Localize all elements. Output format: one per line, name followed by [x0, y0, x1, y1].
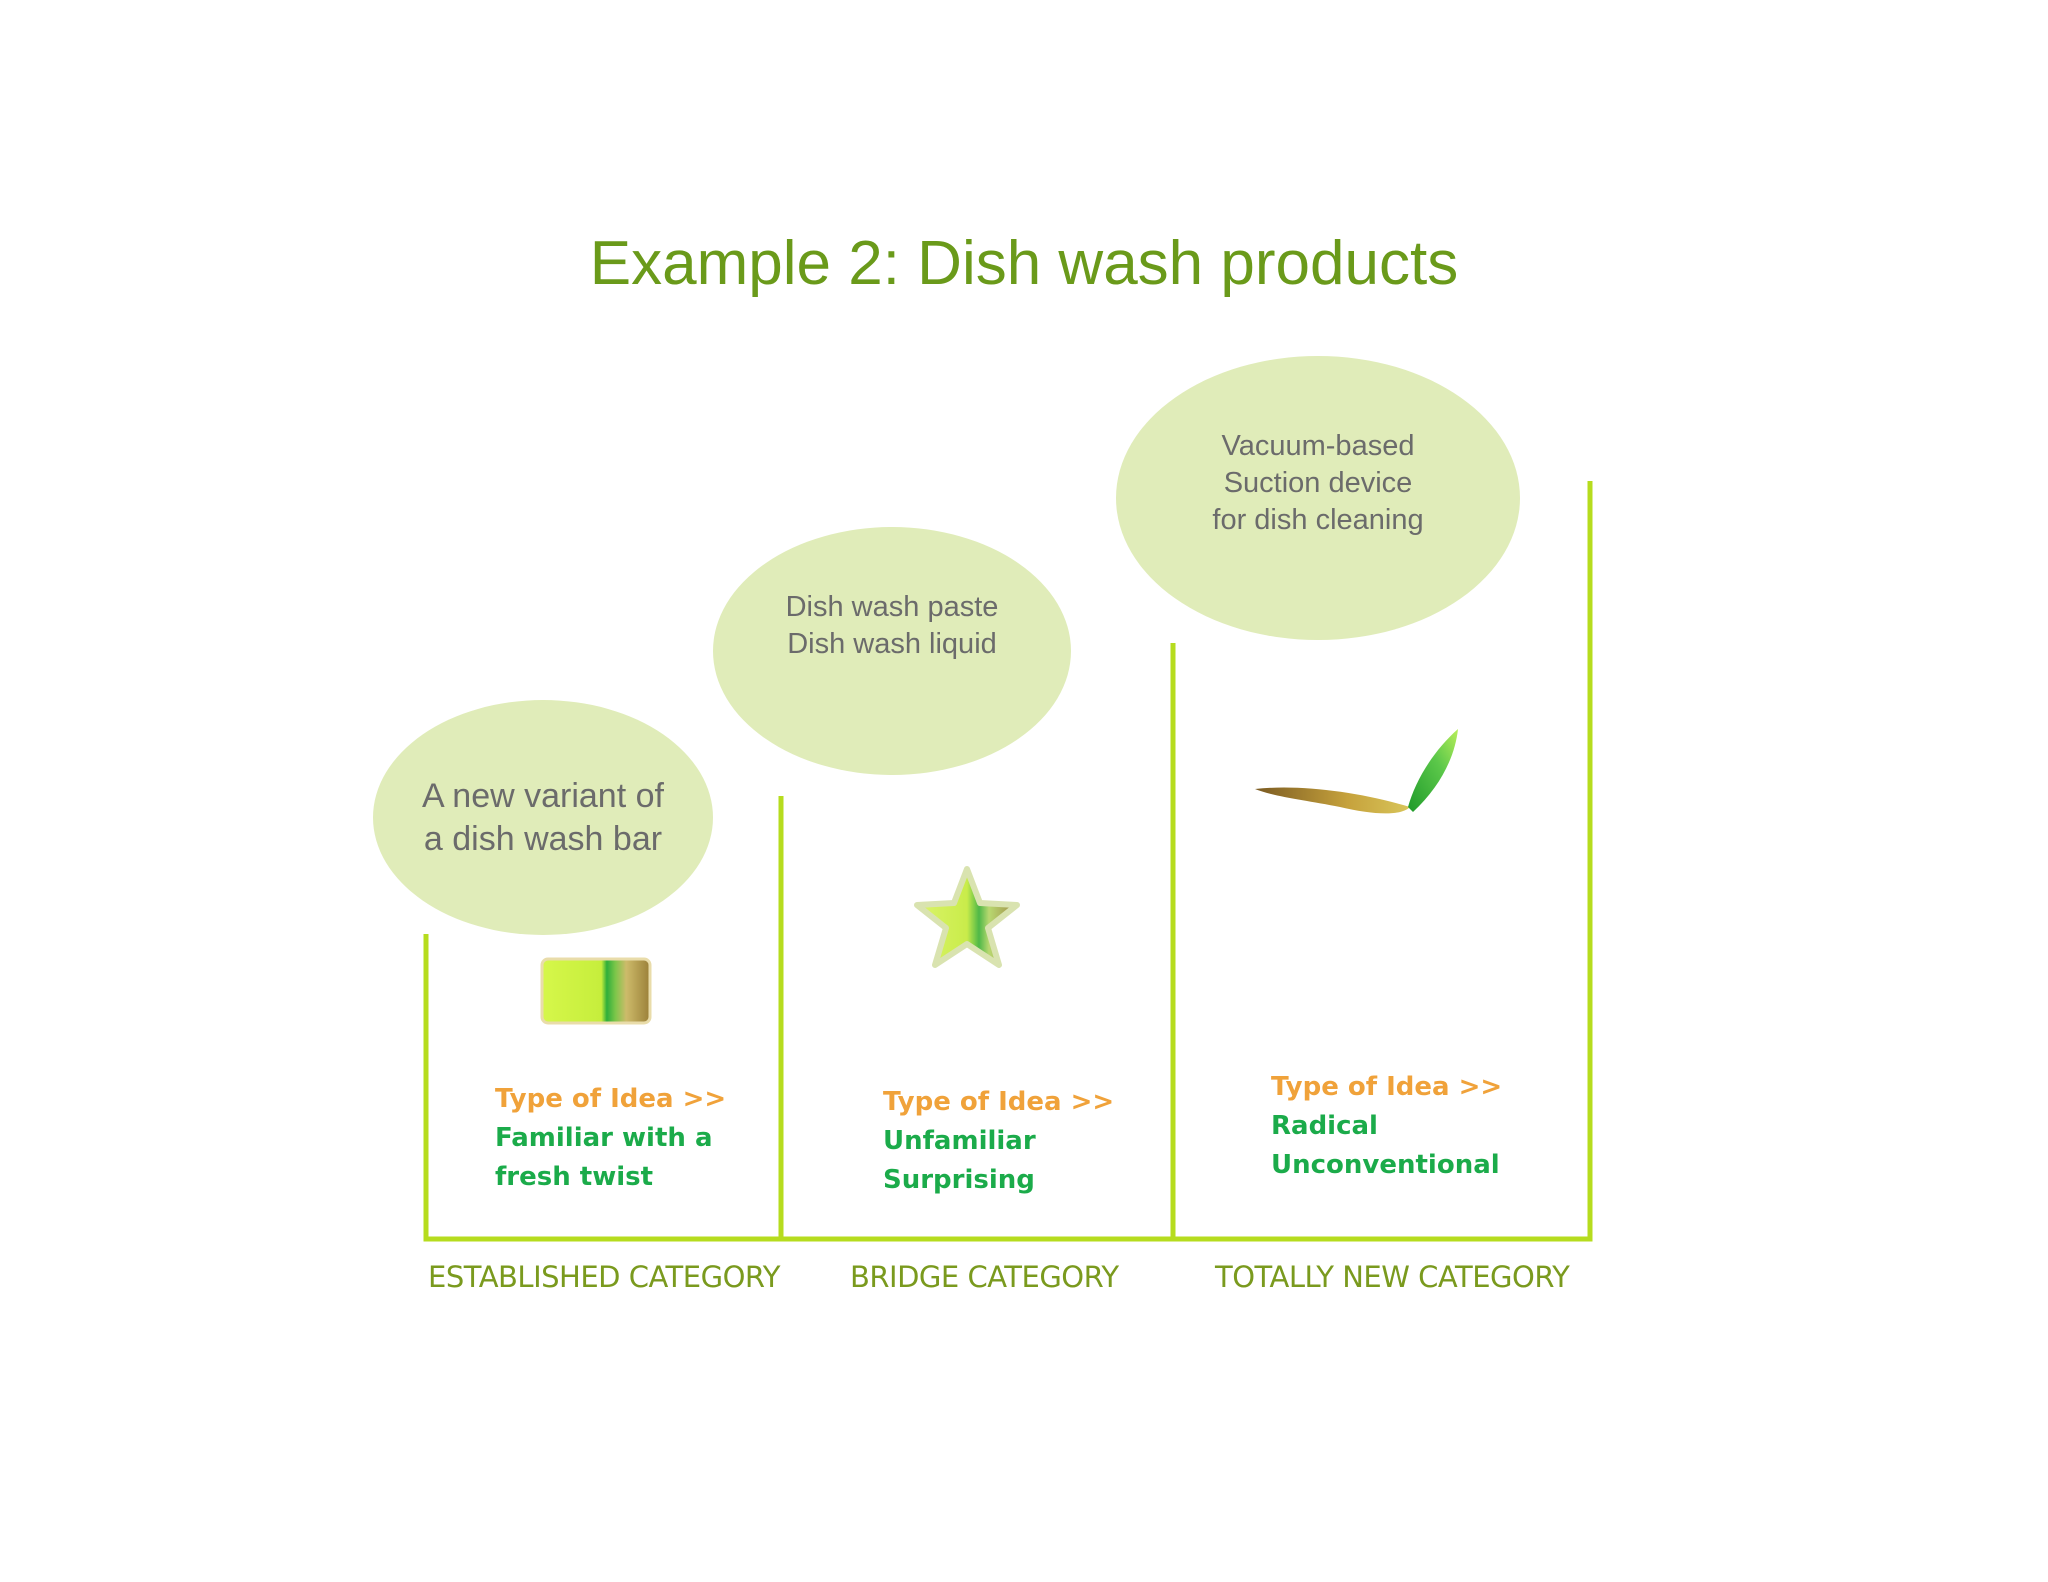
category-bridge: BRIDGE CATEGORY: [850, 1260, 1119, 1294]
dish-wash-bar-icon: [540, 957, 652, 1025]
category-new: TOTALLY NEW CATEGORY: [1215, 1260, 1570, 1294]
idea-established: Type of Idea >> Familiar with a fresh tw…: [495, 1080, 726, 1197]
idea-bridge-body: Unfamiliar Surprising: [883, 1126, 1036, 1195]
bubble-new-text: Vacuum-based Suction device for dish cle…: [1212, 429, 1424, 536]
idea-new: Type of Idea >> Radical Unconventional: [1271, 1068, 1502, 1185]
page-title: Example 2: Dish wash products: [589, 229, 1459, 298]
idea-new-head: Type of Idea >>: [1271, 1072, 1503, 1102]
idea-bridge: Type of Idea >> Unfamiliar Surprising: [883, 1083, 1114, 1200]
idea-established-head: Type of Idea >>: [495, 1084, 727, 1114]
bubble-bridge-text: Dish wash paste Dish wash liquid: [785, 591, 999, 660]
idea-new-body: Radical Unconventional: [1271, 1111, 1500, 1180]
suction-device-icon: [1255, 729, 1458, 814]
idea-established-body: Familiar with a fresh twist: [495, 1123, 713, 1192]
bubble-bridge: Dish wash paste Dish wash liquid: [713, 527, 1071, 775]
bubble-established-text: A new variant of a dish wash bar: [422, 776, 664, 858]
bubble-established: A new variant of a dish wash bar: [373, 700, 713, 935]
bubble-new: Vacuum-based Suction device for dish cle…: [1116, 356, 1520, 640]
category-established: ESTABLISHED CATEGORY: [428, 1260, 780, 1294]
step-bracket-lines: [423, 481, 1593, 1242]
star-paste-icon: [914, 866, 1020, 968]
idea-bridge-head: Type of Idea >>: [883, 1087, 1115, 1117]
